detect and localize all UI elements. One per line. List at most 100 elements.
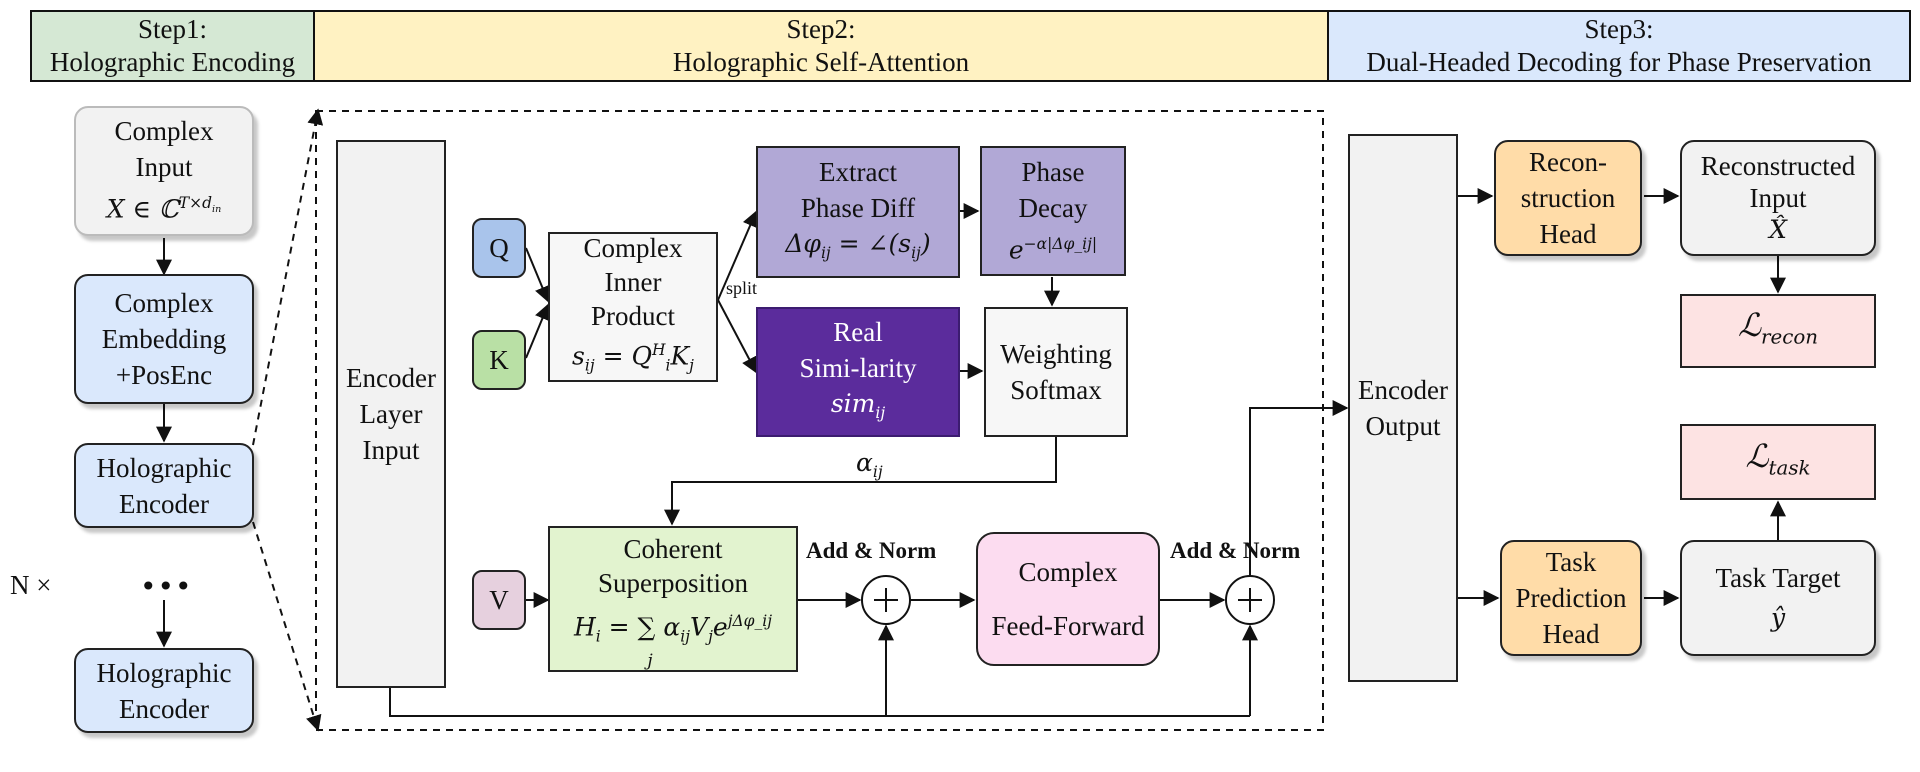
phase-decay-line2: Decay [1018, 192, 1088, 223]
task-target-box: Task Target ŷ [1680, 540, 1876, 656]
encoder-output-line2: Output [1365, 411, 1441, 441]
loss-task-box: ℒtask [1680, 424, 1876, 500]
coherent-line1: Coherent [623, 534, 723, 564]
step1-title: Step1: [137, 14, 207, 44]
complex-embedding-line3: +PosEnc [115, 360, 213, 390]
task-head-line1: Task [1545, 547, 1597, 577]
alpha-symbol: α [856, 448, 873, 477]
extract-phase-dphi-sub: ij [820, 243, 831, 262]
zoom-line-top [252, 108, 324, 446]
inner-product-s: s [572, 341, 585, 371]
task-head-line2: Prediction [1515, 583, 1627, 613]
coherent-sum: = ∑ α [600, 612, 681, 642]
v-box: V [472, 570, 526, 630]
step1-header: Step1: Holographic Encoding [30, 10, 315, 82]
reconstruction-head-box: Recon- struction Head [1494, 140, 1642, 256]
inner-product-line2: Inner [604, 267, 662, 298]
weighting-softmax-line2: Softmax [1010, 375, 1102, 405]
complex-input-formula-base: X ∈ ℂ [106, 194, 179, 224]
complex-input-line2: Input [135, 152, 193, 183]
inner-product-line1: Complex [583, 233, 683, 264]
coherent-formula: Hi = ∑ αijVjejΔφ_ij [574, 604, 772, 653]
phase-decay-line1: Phase [1021, 156, 1085, 187]
split-label: split [726, 278, 758, 298]
holographic-encoder-1-line1: Holographic [96, 452, 232, 483]
encoder-layer-input-line1: Encoder [346, 363, 436, 393]
step1-subtitle: Holographic Encoding [49, 47, 296, 77]
reconstructed-input-box: Reconstructed Input X̂ [1680, 140, 1876, 256]
q-label: Q [489, 233, 509, 263]
inner-product-k: K [670, 341, 690, 371]
coherent-v-sub: j [708, 627, 713, 646]
complex-embedding-line2: Embedding [101, 324, 227, 354]
phase-decay-e: e [1008, 235, 1024, 265]
extract-phase-angle-sub: ij [911, 243, 921, 262]
inner-product-q-sub: i [665, 356, 671, 375]
inner-product-q: = Q [594, 341, 652, 371]
feed-forward-line1: Complex [1018, 557, 1118, 587]
complex-inner-product-box: Complex Inner Product sij = QHiKj [548, 232, 718, 382]
complex-input-formula-sup: T×d [178, 194, 213, 213]
encoder-layer-input-line2: Layer [359, 399, 423, 429]
task-target-line1: Task Target [1715, 563, 1841, 593]
add-norm-1-label: Add & Norm [806, 538, 937, 563]
holographic-encoder-box-1: Holographic Encoder [74, 443, 254, 528]
reconstructed-input-formula: X̂ [1769, 215, 1787, 244]
coherent-h-sub: i [595, 627, 601, 646]
coherent-h: H [573, 612, 596, 642]
extract-phase-line1: Extract [819, 156, 897, 187]
complex-input-formula: X ∈ ℂT×din [107, 185, 222, 228]
feed-forward-line2: Feed-Forward [991, 611, 1145, 641]
inner-product-line3: Product [591, 301, 675, 332]
reconstructed-input-line1: Reconstructed [1700, 151, 1856, 181]
extract-phase-line2: Phase Diff [800, 192, 916, 223]
arrow-split-to-similarity [717, 299, 757, 374]
encoder-output-line1: Encoder [1358, 375, 1448, 405]
loss-task-sub: task [1768, 456, 1811, 480]
repeat-label: N × [10, 570, 52, 600]
step3-subtitle: Dual-Headed Decoding for Phase Preservat… [1366, 47, 1872, 77]
recon-head-line3: Head [1539, 219, 1597, 249]
holographic-encoder-1-line2: Encoder [119, 488, 209, 519]
zoom-line-bottom [252, 521, 322, 732]
encoder-layer-input-box: Encoder Layer Input [336, 140, 446, 688]
loss-task-symbol: ℒ [1745, 436, 1769, 475]
task-head-line3: Head [1542, 619, 1600, 649]
coherent-v: V [690, 612, 709, 642]
weighting-softmax-box: Weighting Softmax [984, 307, 1128, 437]
loss-recon-sub: recon [1761, 325, 1819, 349]
holographic-encoder-box-2: Holographic Encoder [74, 648, 254, 733]
residual-line [389, 688, 1250, 717]
loss-task-formula: ℒtask [1745, 438, 1810, 486]
complex-feed-forward-box: Complex Feed-Forward [976, 532, 1160, 666]
step3-header: Step3: Dual-Headed Decoding for Phase Pr… [1327, 10, 1911, 82]
loss-recon-symbol: ℒ [1737, 305, 1761, 344]
v-label: V [489, 585, 509, 615]
arrow-add2-to-encoder-output [1249, 400, 1349, 576]
phase-decay-formula: e−α|Δφ_ij| [1009, 226, 1097, 268]
extract-phase-diff-box: Extract Phase Diff Δφij = ∠(sij) [756, 146, 960, 278]
encoder-output-box: Encoder Output [1348, 134, 1458, 682]
arrow-split-to-phase [717, 210, 758, 301]
encoder-layer-input-line3: Input [362, 435, 420, 465]
alpha-label: αij [856, 448, 883, 481]
coherent-alpha-sub: ij [680, 627, 691, 646]
complex-embedding-box: Complex Embedding +PosEnc [74, 274, 254, 404]
holographic-encoder-2-line1: Holographic [96, 657, 232, 688]
real-similarity-line2: Simi-larity [799, 352, 917, 383]
step2-header: Step2: Holographic Self-Attention [313, 10, 1329, 82]
holographic-encoder-2-line2: Encoder [119, 693, 209, 724]
complex-input-box: Complex Input X ∈ ℂT×din [74, 106, 254, 236]
arrow-alpha-to-coherent [664, 437, 1057, 526]
recon-head-line2: struction [1520, 183, 1616, 213]
add-norm-2-label: Add & Norm [1170, 538, 1301, 563]
coherent-e: e [712, 612, 728, 642]
arrow-q-to-inner [525, 247, 550, 303]
real-similarity-line1: Real [833, 316, 883, 347]
coherent-superposition-box: Coherent Superposition Hi = ∑ αijVjejΔφ_… [548, 526, 798, 672]
k-box: K [472, 330, 526, 390]
complex-input-formula-sub: in [212, 204, 222, 216]
loss-recon-box: ℒrecon [1680, 294, 1876, 368]
recon-head-line1: Recon- [1529, 147, 1607, 177]
